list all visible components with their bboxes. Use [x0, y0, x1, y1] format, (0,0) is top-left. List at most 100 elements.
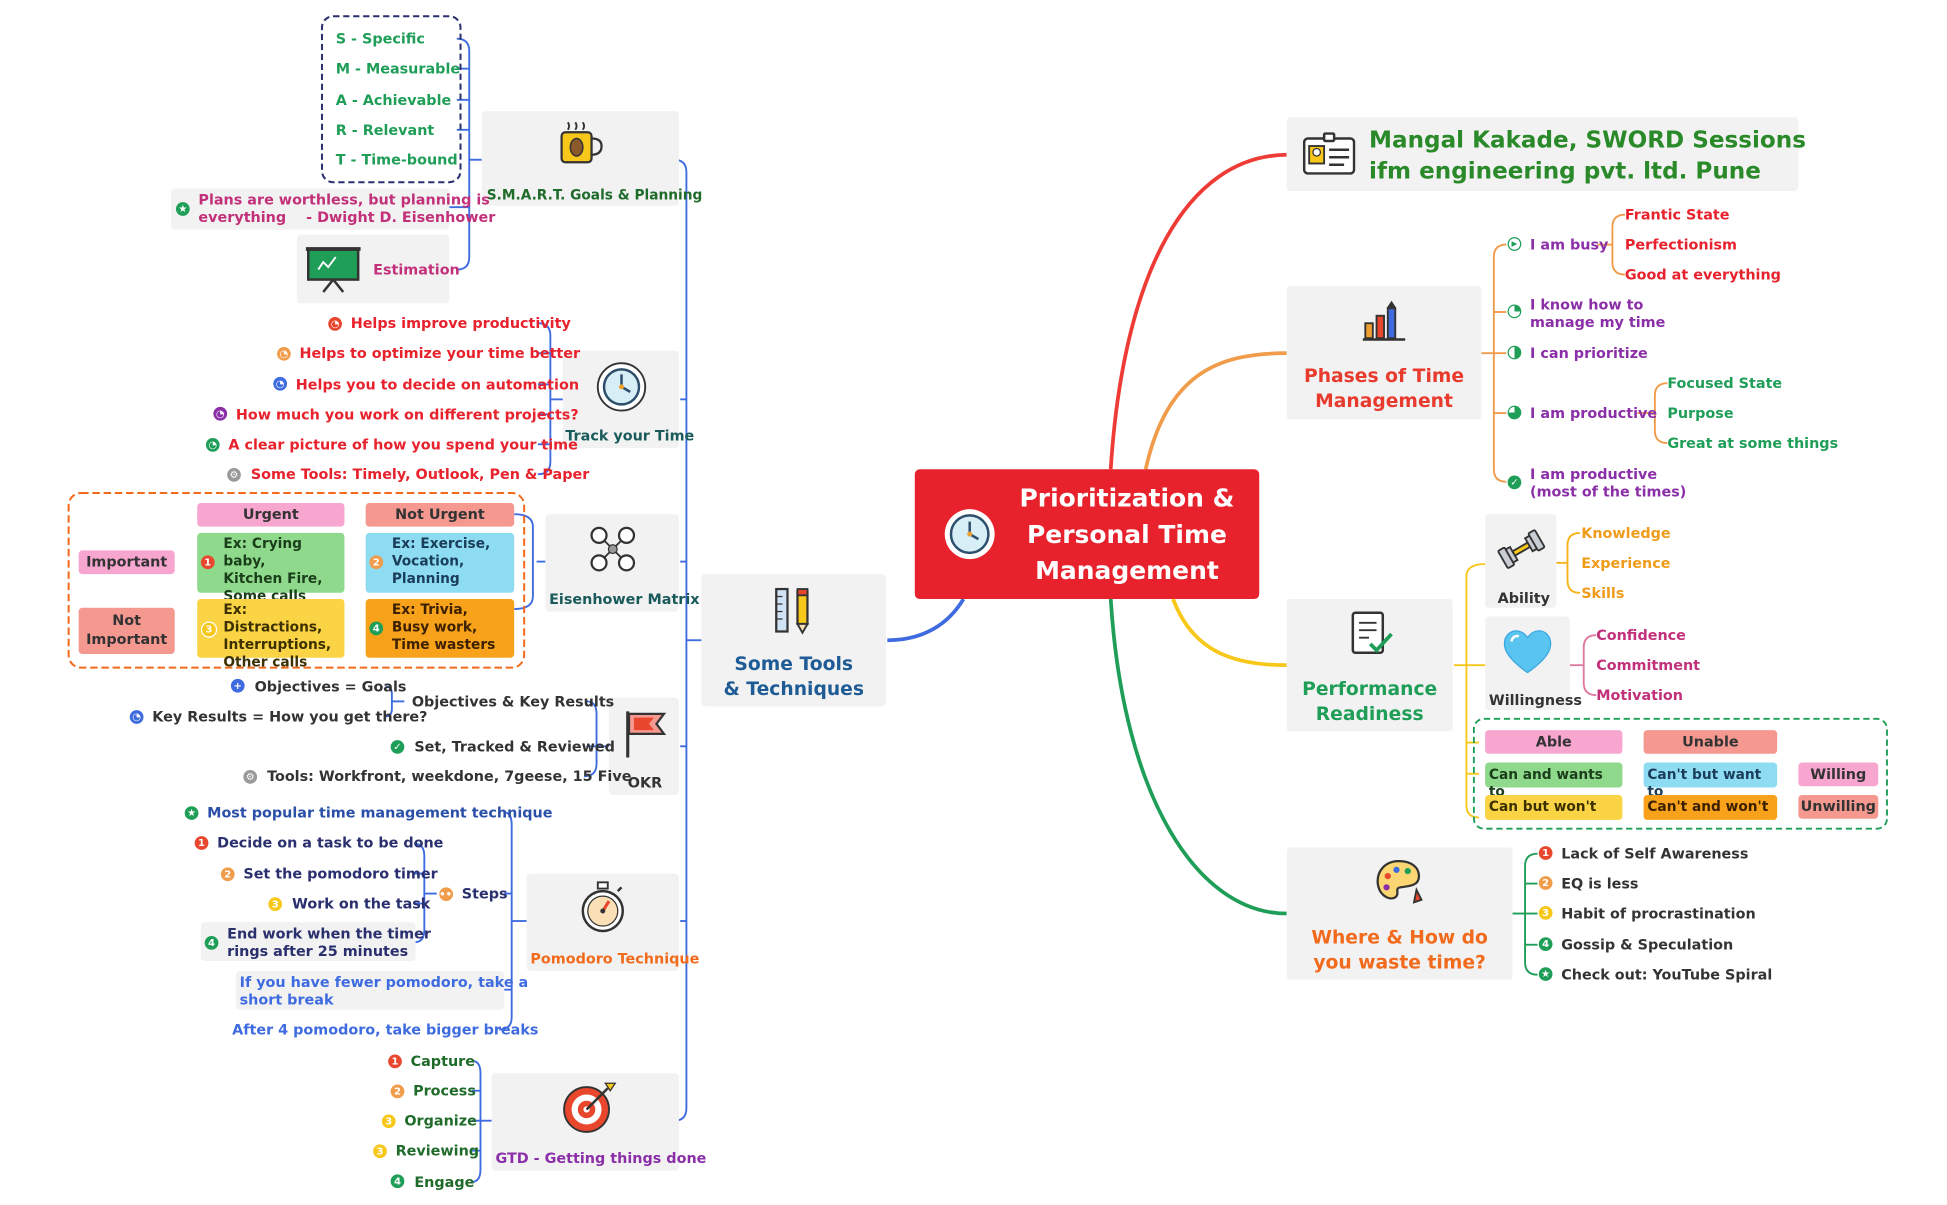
- tools-title-line2: & Techniques: [723, 677, 865, 701]
- willingness-label: Willingness: [1488, 691, 1582, 709]
- matrix-q2[interactable]: 2 Ex: Exercise, Vocation, Planning: [365, 532, 515, 593]
- smart-item-r[interactable]: R - Relevant: [335, 121, 435, 139]
- eisenhower-quote[interactable]: [170, 188, 450, 230]
- author-topic[interactable]: Mangal Kakade, SWORD Sessions ifm engine…: [1286, 117, 1806, 191]
- matrix-q1[interactable]: 1 Ex: Crying baby, Kitchen Fire, Some ca…: [197, 532, 345, 604]
- okr-node[interactable]: OKR: [609, 697, 679, 795]
- gtd-item-1[interactable]: Capture: [410, 1052, 475, 1070]
- okr-tools[interactable]: Tools: Workfront, weekdone, 7geese, 15 F…: [267, 767, 632, 785]
- matrix-q4[interactable]: 4 Ex: Trivia, Busy work, Time wasters: [365, 599, 515, 658]
- pomodoro-step-4[interactable]: End work when the timer rings after 25 m…: [227, 925, 431, 960]
- waste-item-3[interactable]: Habit of procrastination: [1561, 904, 1756, 923]
- ability-node[interactable]: Ability: [1485, 514, 1557, 608]
- bar-chart-icon: [1362, 300, 1406, 341]
- willingness-item-1[interactable]: Confidence: [1596, 626, 1686, 644]
- gtd-item-2[interactable]: Process: [413, 1082, 476, 1100]
- waste-topic[interactable]: Where & How do you waste time?: [1286, 847, 1513, 980]
- track-item-1[interactable]: Helps improve productivity: [350, 314, 571, 332]
- waste-item-2[interactable]: EQ is less: [1561, 874, 1639, 893]
- willingness-node[interactable]: Willingness: [1485, 616, 1582, 711]
- phase-most[interactable]: I am productive (most of the times): [1530, 466, 1686, 501]
- smart-label: S.M.A.R.T. Goals & Planning: [486, 187, 703, 204]
- okr-objectives-key-results[interactable]: Objectives & Key Results: [411, 692, 615, 711]
- smart-item-m[interactable]: M - Measurable: [335, 59, 461, 78]
- smart-item-s[interactable]: S - Specific: [335, 29, 425, 48]
- phase-know[interactable]: I know how to manage my time: [1530, 296, 1665, 331]
- grid-willing[interactable]: Willing: [1798, 762, 1879, 787]
- matrix-urgent[interactable]: Urgent: [197, 502, 345, 527]
- matrix-not-important-line2: Important: [86, 630, 168, 648]
- pomodoro-popular[interactable]: Most popular time management technique: [207, 803, 553, 822]
- busy-item-1[interactable]: Frantic State: [1624, 205, 1730, 224]
- productive-item-2[interactable]: Purpose: [1667, 404, 1734, 422]
- grid-unable[interactable]: Unable: [1643, 730, 1778, 754]
- q1-line1: Ex: Crying baby,: [223, 535, 302, 570]
- gtd-item-4[interactable]: Reviewing: [395, 1141, 480, 1160]
- matrix-not-urgent[interactable]: Not Urgent: [365, 502, 515, 527]
- quote-text: Plans are worthless, but planning is eve…: [198, 191, 495, 226]
- smart-node[interactable]: S.M.A.R.T. Goals & Planning: [481, 111, 702, 206]
- grid-can-wants[interactable]: Can and wants to: [1485, 762, 1623, 800]
- target-icon: [563, 1082, 617, 1133]
- willingness-item-3[interactable]: Motivation: [1596, 686, 1684, 704]
- ability-item-3[interactable]: Skills: [1581, 584, 1625, 602]
- track-item-5[interactable]: A clear picture of how you spend your ti…: [228, 435, 578, 454]
- smart-item-t[interactable]: T - Time-bound: [335, 151, 458, 169]
- matrix-not-important[interactable]: Not Important: [78, 607, 175, 654]
- track-item-3[interactable]: Helps you to decide on automation: [295, 375, 580, 394]
- phase-busy[interactable]: I am busy: [1530, 235, 1609, 254]
- grid-cant-but-want[interactable]: Can't but want to: [1643, 762, 1778, 800]
- grid-unwilling[interactable]: Unwilling: [1798, 794, 1879, 819]
- tools-topic[interactable]: Some Tools & Techniques: [701, 574, 887, 707]
- central-title-line1: Prioritization &: [1019, 482, 1235, 513]
- okr-key-results[interactable]: Key Results = How you get there?: [152, 707, 428, 726]
- busy-item-2[interactable]: Perfectionism: [1624, 235, 1738, 254]
- track-item-2[interactable]: Helps to optimize your time better: [299, 344, 581, 362]
- phase-productive[interactable]: I am productive: [1530, 404, 1658, 422]
- gtd-item-3[interactable]: Organize: [404, 1111, 477, 1130]
- waste-item-4[interactable]: Gossip & Speculation: [1561, 936, 1734, 954]
- pomodoro-steps[interactable]: Steps: [461, 884, 508, 903]
- gtd-item-5[interactable]: Engage: [414, 1173, 475, 1191]
- matrix-important[interactable]: Important: [78, 550, 175, 575]
- pomodoro-after4[interactable]: After 4 pomodoro, take bigger breaks: [232, 1020, 539, 1039]
- pomodoro-step-3[interactable]: Work on the task: [292, 894, 431, 913]
- grid-cant-and-wont[interactable]: Can't and won't: [1643, 794, 1778, 820]
- pomodoro-node[interactable]: Pomodoro Technique: [526, 873, 699, 971]
- ability-item-2[interactable]: Experience: [1581, 554, 1671, 572]
- estimation-node[interactable]: Estimation: [297, 234, 460, 304]
- waste-item-5[interactable]: Check out: YouTube Spiral: [1561, 965, 1773, 984]
- q4-line1: Ex: Trivia,: [391, 601, 468, 618]
- matrix-q3[interactable]: 3 Ex: Distractions, Interruptions, Other…: [197, 599, 345, 670]
- pomodoro-step-2[interactable]: Set the pomodoro timer: [243, 864, 438, 883]
- q4-number-icon: 4: [369, 621, 384, 636]
- pomodoro-step-1[interactable]: Decide on a task to be done: [217, 833, 444, 852]
- check-icon: ✓: [1507, 475, 1522, 490]
- productive-item-1[interactable]: Focused State: [1667, 374, 1783, 392]
- track-item-6[interactable]: Some Tools: Timely, Outlook, Pen & Paper: [250, 465, 590, 483]
- central-topic[interactable]: Prioritization & Personal Time Managemen…: [914, 469, 1260, 600]
- okr-objectives[interactable]: Objectives = Goals: [254, 677, 407, 696]
- phases-topic[interactable]: Phases of Time Management: [1286, 285, 1482, 420]
- okr-set-tracked[interactable]: Set, Tracked & Reviewed: [414, 737, 615, 756]
- productive-item-3[interactable]: Great at some things: [1667, 434, 1839, 452]
- smart-item-a[interactable]: A - Achievable: [335, 91, 452, 109]
- track-node[interactable]: Track your Time: [562, 350, 694, 449]
- ability-item-1[interactable]: Knowledge: [1581, 524, 1671, 542]
- busy-item-3[interactable]: Good at everything: [1624, 265, 1781, 284]
- estimation-label: Estimation: [373, 260, 460, 279]
- eisenhower-node[interactable]: Eisenhower Matrix: [545, 514, 700, 612]
- grid-able[interactable]: Able: [1485, 730, 1623, 754]
- willingness-item-2[interactable]: Commitment: [1596, 656, 1701, 674]
- pomodoro-label: Pomodoro Technique: [530, 949, 700, 968]
- gtd-node[interactable]: GTD - Getting things done: [491, 1073, 706, 1171]
- performance-topic[interactable]: Performance Readiness: [1286, 599, 1453, 732]
- phase-most-line1: I am productive: [1530, 465, 1658, 483]
- pomodoro-fewer[interactable]: If you have fewer pomodoro, take a short…: [240, 973, 529, 1008]
- waste-item-1[interactable]: Lack of Self Awareness: [1561, 844, 1749, 863]
- phase-prioritize[interactable]: I can prioritize: [1530, 344, 1648, 362]
- central-title-line2: Personal Time: [1026, 519, 1227, 550]
- grid-can-but-wont[interactable]: Can but won't: [1485, 794, 1623, 820]
- track-item-4[interactable]: How much you work on different projects?: [235, 405, 579, 424]
